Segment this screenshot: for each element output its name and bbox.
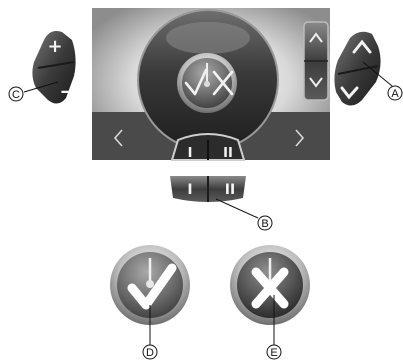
hub-switch-left-label: I [188,146,193,161]
hub-top-highlight [166,22,250,54]
callout-a-letter: A [391,88,399,100]
callout-c-letter: C [12,89,20,101]
scroll-pod-body [334,32,380,106]
callout-b: B [258,216,272,230]
hub-switch-right-label: II [223,146,233,161]
mode-switch-right-label: II [225,182,235,198]
confirm-center-dot [146,280,154,288]
mode-switch-left-label: I [187,182,192,198]
steering-hub-illustration: I II [92,8,330,161]
callout-e: E [267,345,281,359]
callout-b-letter: B [261,218,268,230]
callout-d-letter: D [146,347,154,359]
volume-up-symbol: + [47,36,62,57]
mode-switch-detail: I II [170,176,246,202]
callout-d: D [143,345,157,359]
volume-pod: + – [32,31,75,104]
callout-e-letter: E [270,347,277,359]
callout-b-leader [216,199,258,218]
volume-down-symbol: – [61,81,70,102]
callout-a: A [388,86,402,100]
cancel-button-detail [230,245,310,325]
callout-c: C [9,87,23,101]
scroll-pod [334,32,380,106]
hub-center-dot [204,81,210,87]
